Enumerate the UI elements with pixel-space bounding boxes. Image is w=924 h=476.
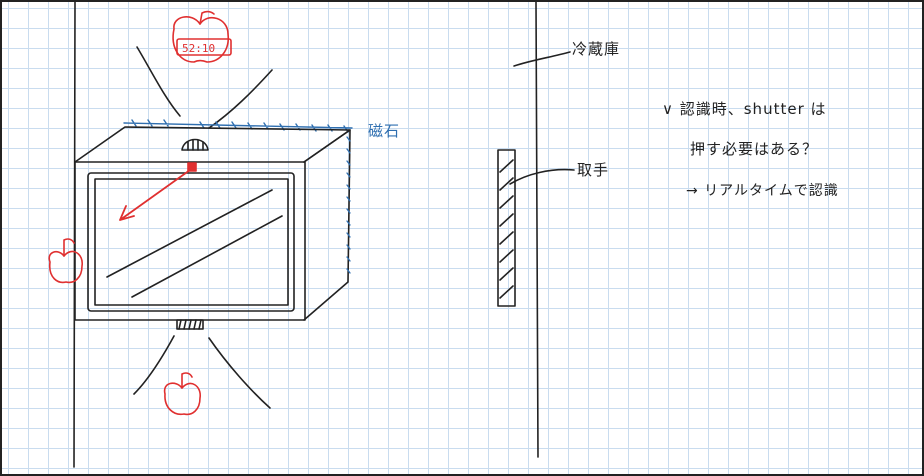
sensor-direction-arrow [119, 169, 191, 221]
side-magnet-hatch [346, 136, 351, 274]
bottom-view-cone-right [208, 337, 271, 409]
device-front-frame [74, 161, 306, 321]
device-side-face [303, 129, 351, 321]
fridge-label: 冷蔵庫 [572, 40, 621, 58]
red-sensor [187, 162, 197, 172]
handle-label-leader [509, 168, 575, 185]
handle-label: 取手 [577, 161, 610, 179]
device-screen [87, 172, 295, 312]
apple-icon-bottom [163, 372, 201, 416]
note-line-1: ∨ 認識時、shutter は [662, 100, 827, 118]
fridge-label-leader [513, 51, 571, 67]
top-camera-icon [181, 138, 209, 151]
camera-view-cone-left [136, 46, 181, 117]
apple-with-price-tag-icon [172, 10, 232, 63]
screen-reflection-lines [106, 189, 283, 298]
fridge-wall-line [535, 2, 539, 458]
handle-bar [497, 149, 516, 307]
magnet-label: 磁石 [368, 122, 401, 140]
device-screen-inner [94, 178, 289, 306]
device-top-face [74, 126, 351, 163]
bottom-view-cone-left [133, 335, 175, 395]
note-line-2: 押す必要はある？ [690, 140, 819, 158]
bottom-camera-icon [176, 319, 204, 330]
magnet-strip [123, 119, 353, 133]
apple-icon-left [48, 238, 83, 284]
price-tag-reading: 52:10 [182, 42, 215, 55]
note-line-3: → リアルタイムで認識 [686, 183, 839, 199]
camera-view-cone-right [208, 69, 273, 129]
